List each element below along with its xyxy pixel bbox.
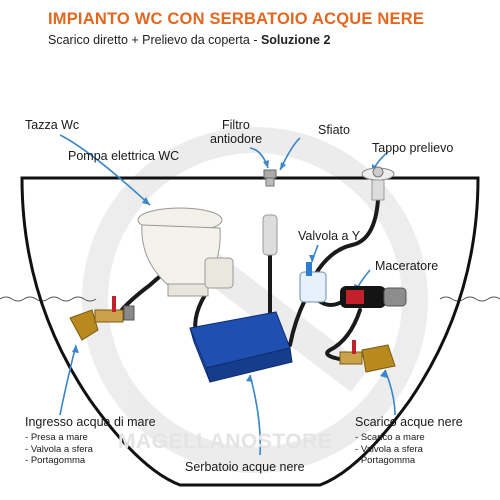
- label-sfiato: Sfiato: [318, 123, 350, 137]
- scarico-item: Valvola a sfera: [355, 444, 425, 456]
- waterline-right: [439, 296, 500, 302]
- label-filtro-2: antiodore: [210, 132, 263, 146]
- holding-tank: [189, 311, 293, 383]
- label-pompa: Pompa elettrica WC: [68, 149, 180, 163]
- label-tazza-wc: Tazza Wc: [25, 118, 80, 132]
- ingresso-item: Portagomma: [25, 455, 93, 467]
- waterline-left: [0, 296, 97, 302]
- y-valve: [299, 262, 327, 303]
- sea-intake-fitting: [69, 296, 135, 341]
- header: IMPIANTO WC CON SERBATOIO ACQUE NERE Sca…: [48, 10, 498, 47]
- ingresso-item: Valvola a sfera: [25, 444, 93, 456]
- label-tappo: Tappo prelievo: [372, 141, 454, 155]
- page-title: IMPIANTO WC CON SERBATOIO ACQUE NERE: [48, 10, 425, 28]
- label-ingresso: Ingresso acqua di mare: [25, 415, 156, 429]
- hull-outline: [20, 176, 480, 487]
- subtitle-bold: Soluzione 2: [260, 33, 331, 47]
- outlet-fitting: [339, 340, 396, 373]
- scarico-item: Scarico a mare: [355, 432, 425, 444]
- toilet-bowl: [137, 207, 234, 297]
- page-subtitle: Scarico diretto + Prelievo da coperta - …: [48, 33, 498, 47]
- macerator-pump: [340, 286, 407, 308]
- label-maceratore: Maceratore: [375, 259, 439, 273]
- label-scarico: Scarico acque nere: [355, 415, 463, 429]
- ingresso-list: Presa a mare Valvola a sfera Portagomma: [25, 432, 93, 467]
- watermark: MAGELLANOSTORE: [118, 430, 333, 453]
- label-serbatoio: Serbatoio acque nere: [185, 460, 305, 474]
- deck-cap: [361, 166, 395, 201]
- scarico-list: Scarico a mare Valvola a sfera Portagomm…: [355, 432, 425, 467]
- subtitle-text: Scarico diretto + Prelievo da coperta -: [48, 33, 261, 47]
- scarico-item: Portagomma: [355, 455, 425, 467]
- ingresso-item: Presa a mare: [25, 432, 93, 444]
- label-valvola-y: Valvola a Y: [298, 229, 361, 243]
- filter-antiodore: [262, 171, 278, 256]
- label-filtro-1: Filtro: [222, 118, 250, 132]
- vent-sfiato: [263, 169, 277, 179]
